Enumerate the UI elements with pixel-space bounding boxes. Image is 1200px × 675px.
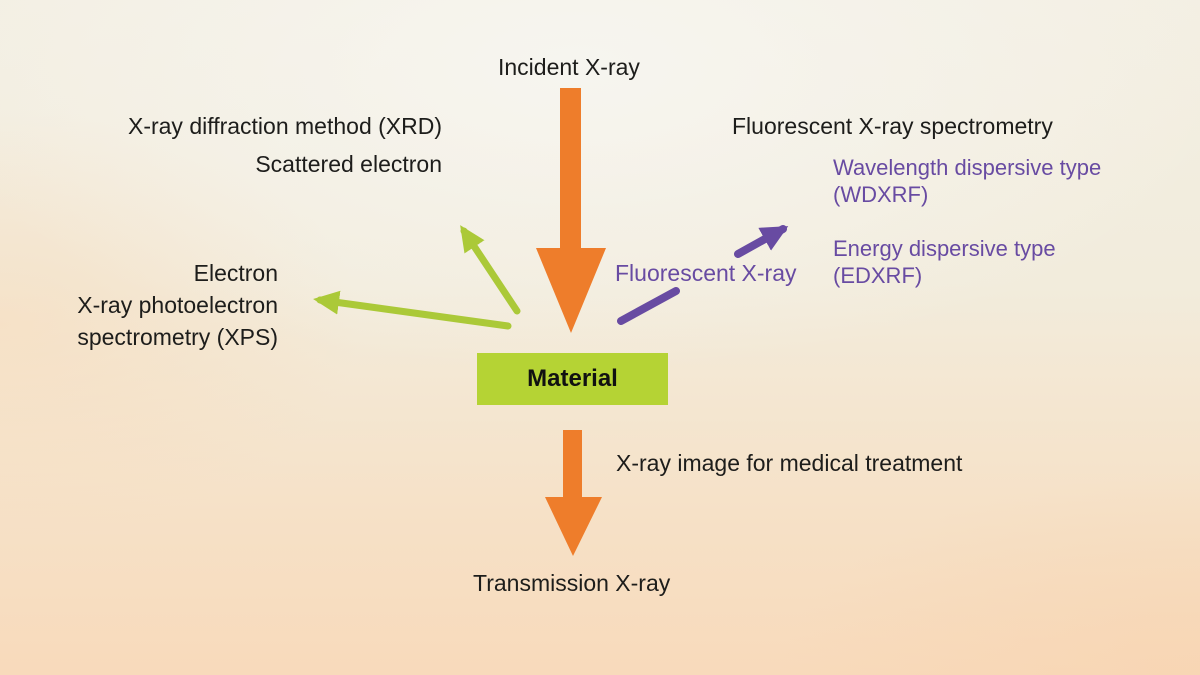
edxrf-label-block: Energy dispersive type (EDXRF)	[833, 235, 1056, 289]
fluorescent-xray-label: Fluorescent X-ray	[615, 260, 797, 286]
electron-xps-arrow-icon	[313, 290, 512, 330]
material-label: Material	[527, 365, 618, 392]
transmission-xray-label: Transmission X-ray	[473, 570, 671, 596]
edxrf-label-line2: (EDXRF)	[833, 263, 923, 288]
xps-label-line1: X-ray photoelectron	[77, 292, 278, 318]
fluorescent-spectrometry-label: Fluorescent X-ray spectrometry	[732, 113, 1053, 139]
fluorescent-xray-arrow-head-icon	[734, 225, 789, 258]
wdxrf-label-block: Wavelength dispersive type (WDXRF)	[833, 154, 1101, 208]
scattered-electron-label: Scattered electron	[255, 151, 442, 177]
electron-label: Electron	[193, 260, 278, 286]
wdxrf-label-line1: Wavelength dispersive type	[833, 155, 1102, 180]
incident-xray-label: Incident X-ray	[498, 54, 640, 80]
xrd-label: X-ray diffraction method (XRD)	[127, 113, 442, 139]
transmission-xray-arrow-icon	[545, 430, 602, 556]
material-box: Material	[477, 353, 668, 405]
xps-label-line2: spectrometry (XPS)	[77, 324, 278, 350]
xrd-label-block: X-ray diffraction method (XRD) Scattered…	[128, 107, 442, 183]
wdxrf-label-line2: (WDXRF)	[833, 182, 929, 207]
scattered-electron-arrow-icon	[460, 225, 521, 315]
incident-xray-arrow-icon	[536, 88, 606, 333]
edxrf-label-line1: Energy dispersive type	[833, 236, 1056, 261]
fluorescent-xray-arrow-tail-icon	[617, 287, 680, 325]
xps-label-block: Electron X-ray photoelectron spectrometr…	[77, 257, 278, 353]
medical-treatment-label: X-ray image for medical treatment	[616, 450, 963, 476]
